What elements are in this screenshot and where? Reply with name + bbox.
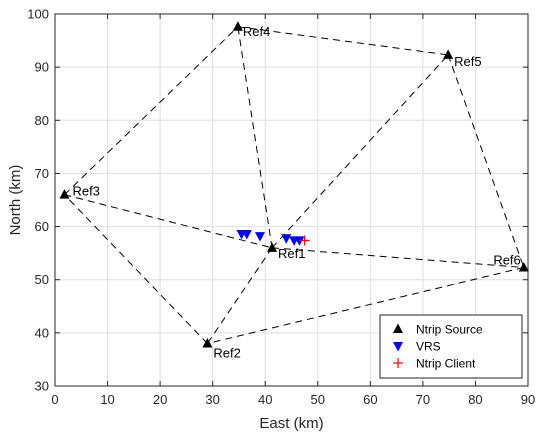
y-axis-label: North (km) <box>7 165 24 236</box>
x-tick-label: 20 <box>153 392 167 407</box>
ntrip-client-marker <box>299 235 310 246</box>
legend-ntrip-client-label: Ntrip Client <box>416 357 476 371</box>
legend-box <box>379 314 523 379</box>
station-label-ref1: Ref1 <box>278 246 305 261</box>
vrs-marker <box>294 236 305 246</box>
baseline-ref1-ref5 <box>271 54 449 249</box>
ntrip-source-marker <box>232 21 243 31</box>
x-tick-label: 90 <box>521 392 535 407</box>
station-label-ref5: Ref5 <box>454 54 481 69</box>
ntrip-source-marker <box>202 337 213 348</box>
x-tick-label: 60 <box>363 392 377 407</box>
baseline-connections <box>64 26 525 344</box>
legend-ntrip-source-marker <box>393 323 403 333</box>
y-tick-label: 90 <box>35 60 49 75</box>
legend-ntrip-source-label: Ntrip Source <box>416 323 483 337</box>
legend-vrs-marker <box>393 342 403 352</box>
x-tick-label: 10 <box>100 392 114 407</box>
y-tick-label: 60 <box>35 219 49 234</box>
baseline-ref6-ref2 <box>207 267 524 344</box>
ntrip-source-marker <box>443 49 454 59</box>
x-tick-label: 40 <box>258 392 272 407</box>
x-tick-label: 80 <box>468 392 482 407</box>
x-tick-label: 0 <box>51 392 58 407</box>
baseline-ref5-ref6 <box>447 54 525 268</box>
x-tick-label: 70 <box>416 392 430 407</box>
ntrip-source-marker <box>518 261 529 272</box>
baseline-ref3-ref4 <box>64 26 239 196</box>
station-label-ref3: Ref3 <box>72 184 99 199</box>
legend-ntrip-client-marker <box>393 358 403 368</box>
y-tick-label: 30 <box>35 379 49 394</box>
data-markers <box>59 21 529 348</box>
plot-frame <box>54 13 529 387</box>
vrs-marker <box>281 234 292 244</box>
axis-ticks: 0 10 20 30 40 50 60 70 80 90 30 40 50 60 70 80 90 100 <box>27 7 535 408</box>
baseline-ref1-ref6 <box>272 247 524 268</box>
y-tick-label: 50 <box>35 272 49 287</box>
x-tick-label: 30 <box>205 392 219 407</box>
y-tick-label: 80 <box>35 113 49 128</box>
station-label-ref4: Ref4 <box>243 24 270 39</box>
vrs-marker <box>254 232 265 242</box>
station-label-ref2: Ref2 <box>213 345 240 360</box>
x-tick-label: 50 <box>311 392 325 407</box>
baseline-ref2-ref3 <box>64 194 208 344</box>
y-tick-label: 100 <box>27 7 49 22</box>
vrs-marker <box>241 230 252 240</box>
station-label-ref6: Ref6 <box>493 252 520 267</box>
y-tick-label: 40 <box>35 325 49 340</box>
y-tick-label: 70 <box>35 166 49 181</box>
baseline-ref1-ref2 <box>206 247 273 344</box>
x-axis-label: East (km) <box>259 415 323 432</box>
baseline-ref1-ref4 <box>237 26 273 248</box>
ntrip-source-marker <box>267 242 278 252</box>
ntrip-source-marker <box>59 189 70 199</box>
legend-vrs-label: VRS <box>416 340 441 354</box>
